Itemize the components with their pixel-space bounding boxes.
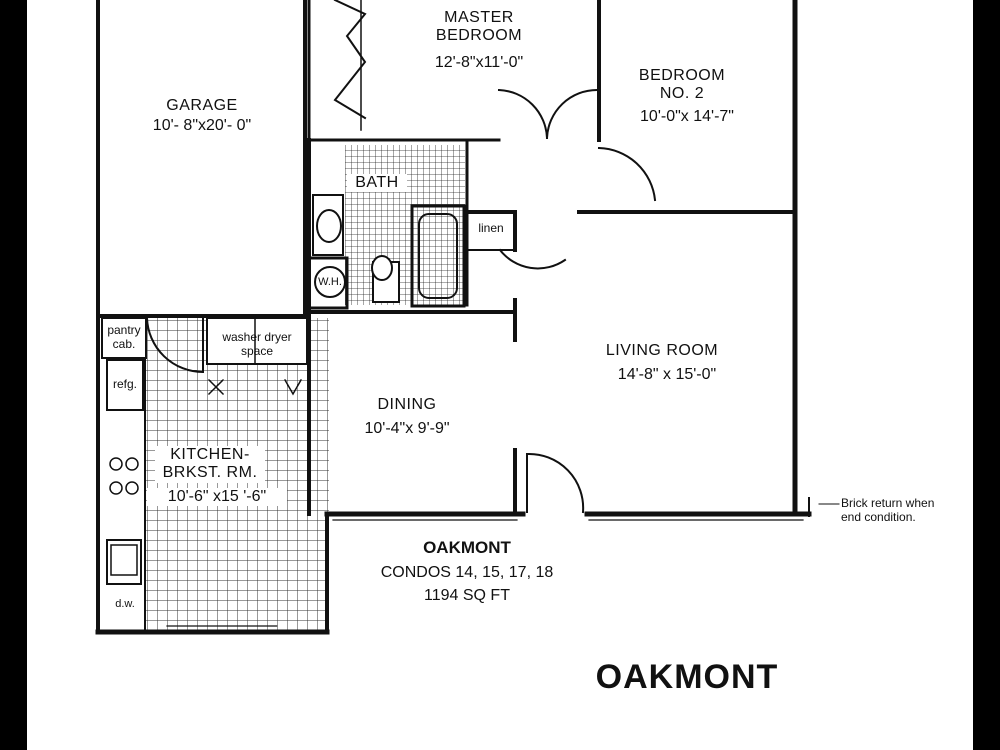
bath-tile-floor bbox=[345, 145, 465, 305]
brick-return-note: Brick return when end condition. bbox=[841, 496, 935, 524]
refrigerator-label: refg. bbox=[112, 377, 137, 391]
floor-plan-sheet: MASTER BEDROOM 12'-8"x11'-0" BEDROOM NO.… bbox=[27, 0, 973, 750]
kitchen-dims: 10'-6" x15 '-6" bbox=[147, 488, 287, 507]
bedroom2-dims: 10'-0"x 14'-7" bbox=[640, 108, 734, 125]
caption-name: OAKMONT bbox=[423, 538, 511, 557]
walls bbox=[95, 0, 840, 635]
dining-dims: 10'-4"x 9'-9" bbox=[364, 420, 450, 437]
bath-name: BATH bbox=[347, 174, 407, 193]
garage-dims: 10'- 8"x20'- 0" bbox=[152, 117, 252, 134]
dishwasher-label: d.w. bbox=[115, 598, 135, 610]
linen-closet-label: linen bbox=[478, 221, 504, 235]
washer-dryer-label: washer dryer space bbox=[222, 330, 292, 358]
living-room-name: LIVING ROOM bbox=[605, 342, 719, 359]
caption-area: 1194 SQ FT bbox=[424, 587, 510, 604]
pantry-label: pantry cab. bbox=[107, 323, 141, 351]
bedroom2-name: BEDROOM NO. 2 bbox=[638, 67, 726, 103]
master-bedroom-dims: 12'-8"x11'-0" bbox=[434, 54, 524, 71]
master-bedroom-name: MASTER BEDROOM bbox=[435, 9, 523, 45]
floor-plan-drawing bbox=[95, 0, 840, 635]
living-room-dims: 14'-8" x 15'-0" bbox=[617, 366, 717, 383]
dining-name: DINING bbox=[377, 396, 437, 413]
caption-condos: CONDOS 14, 15, 17, 18 bbox=[380, 564, 554, 581]
garage-name: GARAGE bbox=[166, 97, 238, 114]
water-heater-label: W.H. bbox=[318, 276, 342, 288]
plan-title: OAKMONT bbox=[595, 658, 779, 696]
kitchen-name: KITCHEN- BRKST. RM. bbox=[155, 446, 265, 483]
